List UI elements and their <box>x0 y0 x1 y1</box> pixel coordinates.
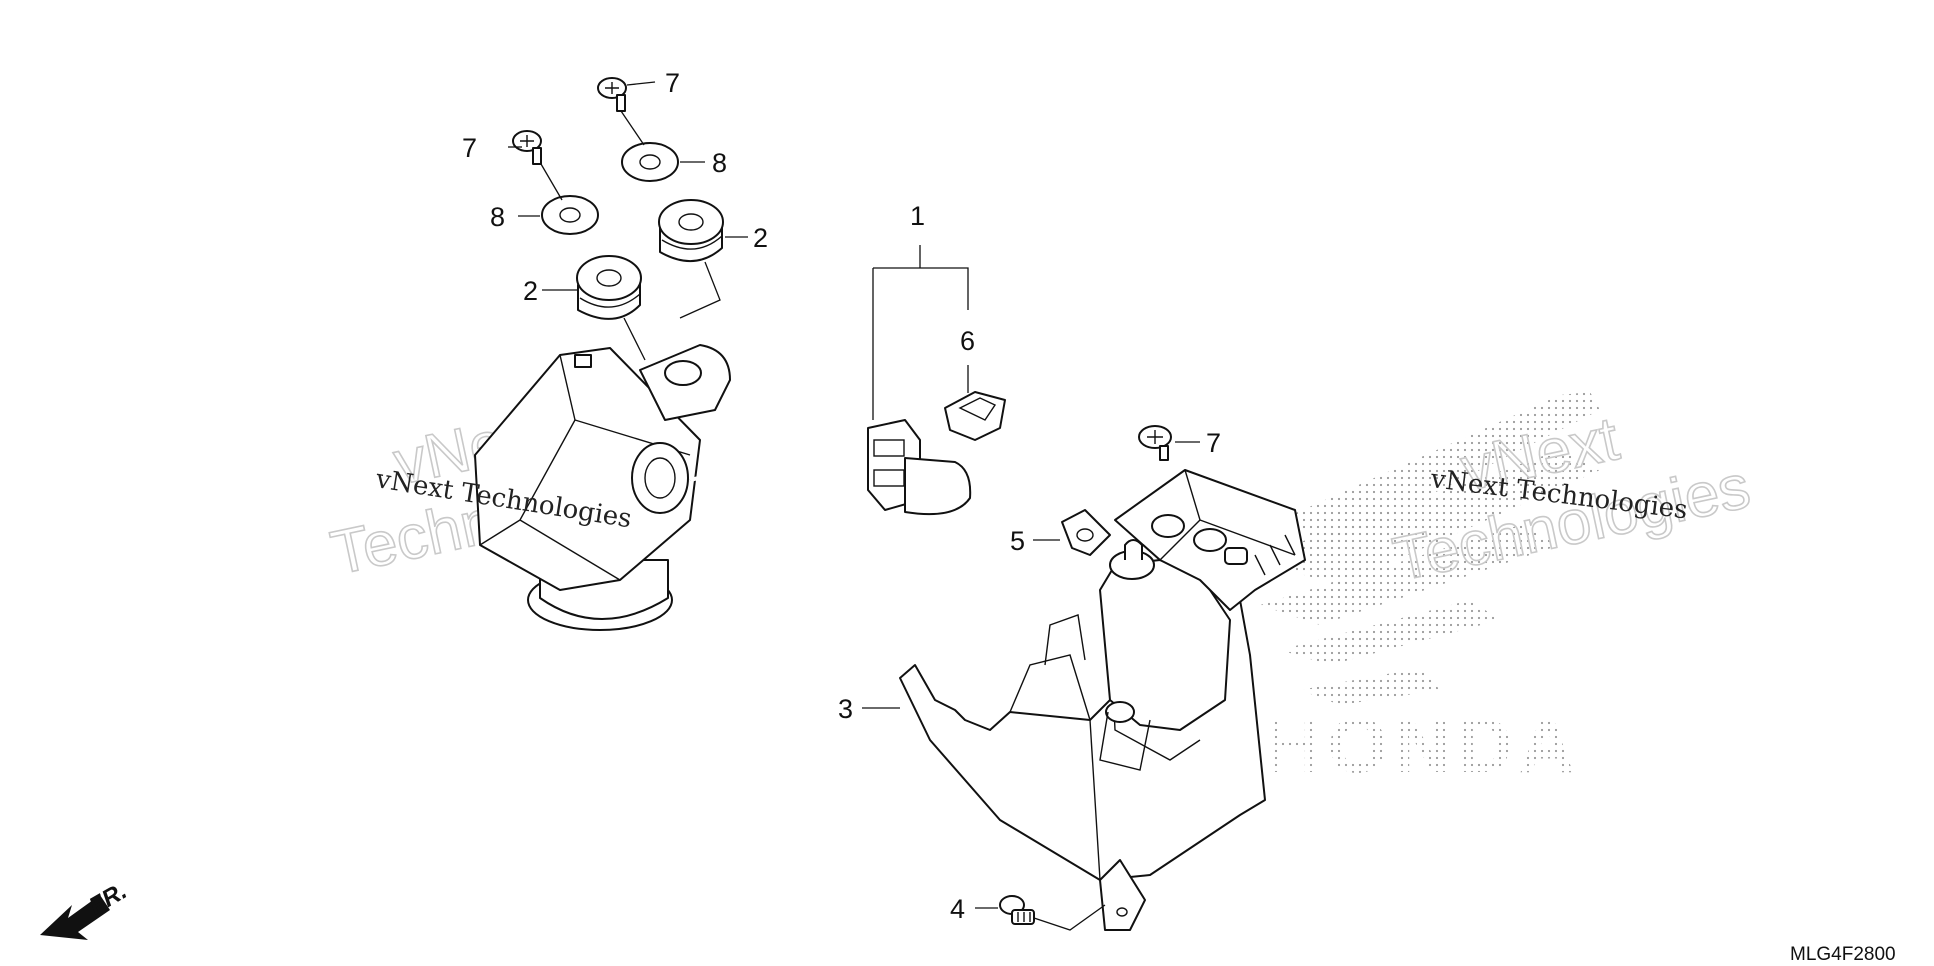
mount-tab-bottom <box>1099 859 1146 931</box>
callout-8-right: 8 <box>712 148 727 178</box>
diagram-code: MLG4F2800 <box>1790 944 1896 965</box>
front-arrow-icon <box>40 895 110 940</box>
callout-8-left: 8 <box>490 202 505 232</box>
callout-7-top: 7 <box>665 68 680 98</box>
grommet-left <box>576 255 642 320</box>
callout-5: 5 <box>1010 526 1025 556</box>
nut-part-5 <box>1061 509 1111 556</box>
front-direction-indicator: FR. <box>40 877 131 940</box>
module-assembly <box>474 344 731 631</box>
callout-3: 3 <box>838 694 853 724</box>
callout-1: 1 <box>910 201 925 231</box>
honda-logo-watermark: HONDA <box>1265 701 1581 789</box>
callout-2-right: 2 <box>753 223 768 253</box>
screw-right <box>597 77 627 112</box>
clip-part-6 <box>944 391 1006 441</box>
connector <box>867 419 972 516</box>
callout-4: 4 <box>950 894 965 924</box>
bolt-part-4 <box>999 895 1035 925</box>
grommet-right <box>658 199 724 263</box>
callout-2-left: 2 <box>523 276 538 306</box>
callout-6: 6 <box>960 326 975 356</box>
washer-right <box>621 142 679 182</box>
screw-part-7-right <box>1138 425 1172 461</box>
callout-labels: 1 2 2 3 4 5 6 7 7 7 8 8 <box>462 68 1221 924</box>
leader-lines <box>508 81 1200 909</box>
screw-left <box>512 130 542 165</box>
housing-block <box>1114 469 1306 611</box>
honda-wing-watermark: HONDA <box>1250 392 1600 789</box>
callout-7-right: 7 <box>1206 428 1221 458</box>
actuator-body <box>1099 539 1231 771</box>
washer-left <box>541 195 599 235</box>
callout-7-left: 7 <box>462 133 477 163</box>
